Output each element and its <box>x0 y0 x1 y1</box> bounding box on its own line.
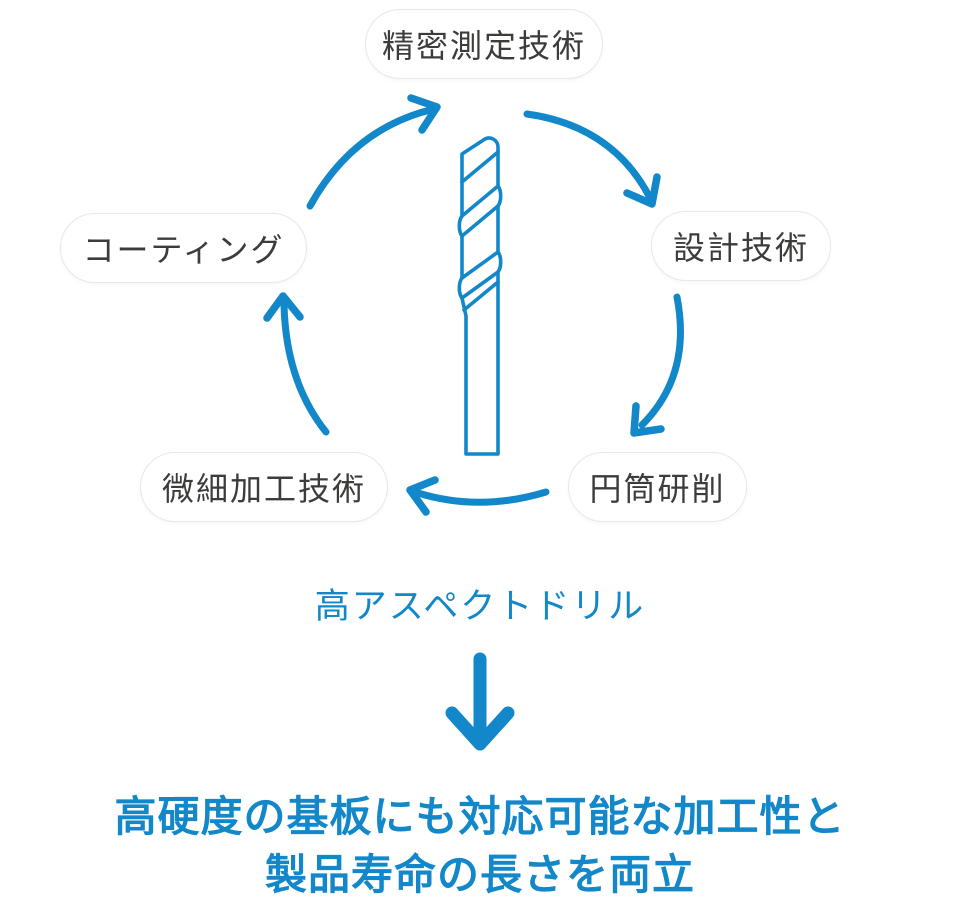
drill-bit-icon <box>457 136 503 456</box>
arrow-machining-to-coating <box>263 292 330 436</box>
cycle-item-micro-machining: 微細加工技術 <box>140 452 388 522</box>
arrow-grinding-to-machining <box>406 476 550 516</box>
product-name-label: 高アスペクトドリル <box>314 587 646 626</box>
cycle-item-label: 微細加工技術 <box>161 471 366 507</box>
arrow-measurement-to-design <box>523 110 661 208</box>
result-line-1: 高硬度の基板にも対応可能な加工性と <box>114 793 846 840</box>
arrow-design-to-grinding <box>630 293 684 437</box>
result-statement: 高硬度の基板にも対応可能な加工性と 製品寿命の長さを両立 <box>0 788 960 904</box>
cycle-arrows <box>263 94 684 516</box>
result-line-2: 製品寿命の長さを両立 <box>264 851 695 898</box>
cycle-item-label: 精密測定技術 <box>381 28 586 64</box>
cycle-item-cylindrical-grinding: 円筒研削 <box>568 452 747 522</box>
cycle-item-coating: コーティング <box>60 213 307 283</box>
cycle-item-label: コーティング <box>82 232 285 268</box>
cycle-item-label: 設計技術 <box>672 230 809 266</box>
down-arrow-icon <box>445 652 515 751</box>
cycle-item-label: 円筒研削 <box>589 471 726 507</box>
arrow-coating-to-measurement <box>306 94 441 210</box>
cycle-item-design: 設計技術 <box>651 211 831 281</box>
cycle-item-precision-measurement: 精密測定技術 <box>365 9 603 79</box>
